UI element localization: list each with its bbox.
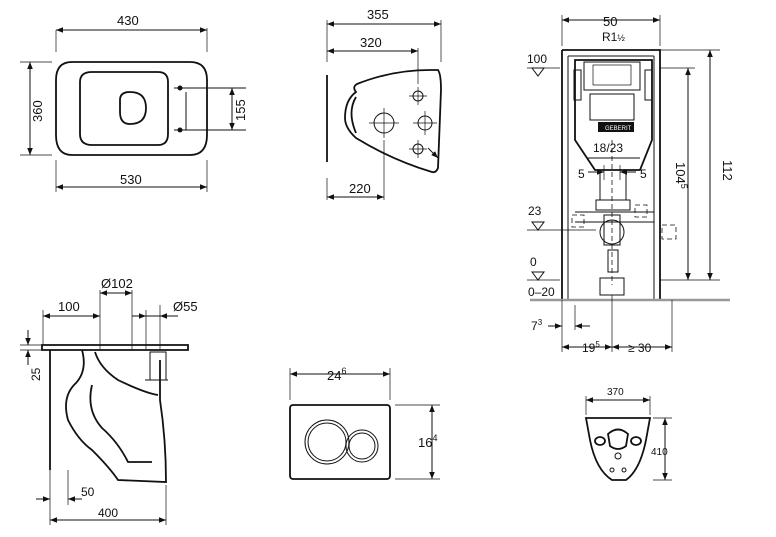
bowl-outline	[55, 61, 208, 156]
outlet-circle	[369, 108, 399, 138]
level-top-label: 100	[527, 52, 547, 66]
flush-plate: 246 164	[289, 366, 440, 480]
offset-7-label: 73	[531, 318, 543, 333]
floor-range-label: 0–20	[528, 285, 555, 299]
holes	[409, 87, 439, 159]
mount-view: 370 410	[584, 387, 672, 481]
connector-label: 18/23	[593, 141, 623, 155]
dim-frame-width-label: 50	[603, 14, 617, 29]
seat-opening	[79, 71, 169, 146]
mount-spacing-label: 370	[607, 387, 624, 398]
dim-height-label: 112	[720, 160, 735, 181]
dim-overall-label: 355	[367, 7, 389, 22]
left-gap-label: 5	[578, 167, 585, 181]
dim-width-label: 430	[117, 13, 139, 28]
mount-plate	[41, 344, 189, 351]
svg-text:GEBERIT: GEBERIT	[605, 126, 632, 132]
section-view: Ø102 100 Ø55 25 50 400	[20, 276, 198, 525]
offset-19-label: 195	[582, 340, 600, 355]
cistern: GEBERIT	[573, 59, 653, 171]
plate-width-label: 246	[327, 366, 346, 383]
bottom-offset-label: 50	[81, 485, 95, 499]
rim-height-label: 25	[29, 367, 43, 381]
mounting-hole-bottom	[174, 127, 246, 133]
dim-hole-spacing-label: 155	[233, 99, 248, 121]
dim-to-holes-label: 320	[360, 35, 382, 50]
flush-button-large	[304, 419, 350, 465]
top-view: 430 360 530 155	[20, 13, 248, 192]
flush-button-small	[345, 429, 379, 463]
frame-view: GEBERIT 50 R1½ 100 112 1045	[527, 14, 735, 355]
mount-height-label: 410	[651, 447, 668, 458]
bowl-inner	[119, 91, 147, 125]
bowl-section	[65, 349, 167, 483]
right-gap-label: 5	[640, 167, 647, 181]
plate-outline	[289, 404, 391, 480]
inlet-diameter-label: Ø55	[173, 299, 198, 314]
bowl-back-outline	[584, 417, 652, 481]
level-0-label: 0	[530, 255, 537, 269]
side-view: 355 320 220	[326, 7, 442, 200]
drain-offset-label: 100	[58, 299, 80, 314]
dim-hole-offset-label: 220	[349, 181, 371, 196]
dim-length-label: 530	[120, 172, 142, 187]
dim-mid-height-label: 1045	[673, 162, 689, 189]
bowl-side-outline	[344, 69, 442, 174]
clearance-label: ≥ 30	[628, 341, 652, 355]
section-depth-label: 400	[98, 506, 118, 520]
mounting-hole-top	[174, 85, 246, 91]
drain-diameter-label: Ø102	[101, 276, 133, 291]
thread-label: R1½	[602, 30, 625, 44]
level-23-label: 23	[528, 204, 542, 218]
plate-height-label: 164	[418, 433, 437, 450]
dim-depth-label: 360	[30, 100, 45, 122]
